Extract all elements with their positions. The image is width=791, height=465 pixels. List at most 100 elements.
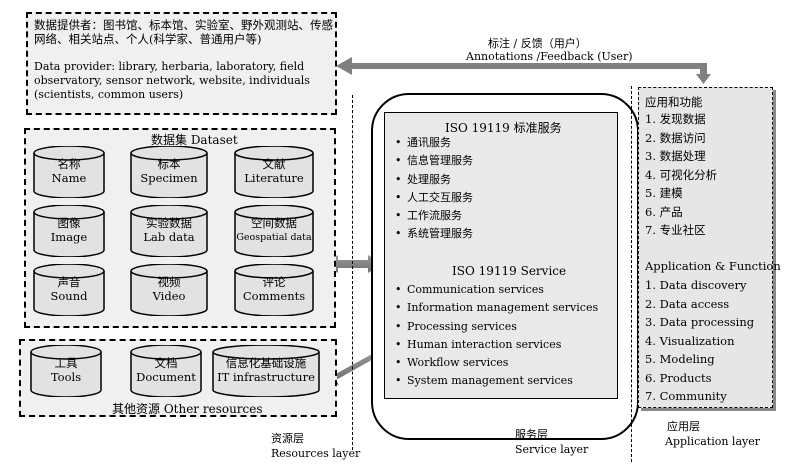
resource-label-en: Video (152, 289, 186, 303)
resource-label-en: Literature (244, 171, 304, 185)
resources-layer-label-en: Resources layer (271, 447, 361, 460)
application-item-en: 1. Data discovery (645, 278, 747, 292)
resource-label-zh: 信息化基础设施 (225, 356, 307, 370)
resource-label-zh: 图像 (57, 216, 81, 230)
service-item-en: Human interaction services (395, 336, 598, 355)
resource-label-zh: 评论 (262, 275, 286, 289)
application-panel (638, 87, 773, 408)
provider-english-text: Data provider: library, herbaria, labora… (34, 60, 310, 101)
resource-label-zh: 文档 (154, 356, 178, 370)
application-layer-label-zh: 应用层 (667, 420, 700, 433)
feedback-label-zh: 标注 / 反馈（用户） (488, 37, 587, 50)
resource-label-zh: 标本 (157, 157, 181, 171)
cylinder-shape (130, 146, 208, 198)
service-item-zh: 处理服务 (395, 171, 473, 190)
application-title-zh: 应用和功能 (645, 95, 703, 109)
application-item-en: 6. Products (645, 370, 712, 385)
application-list-en: 1. Data discovery 2. Data access 3. Data p… (645, 276, 754, 406)
application-title-en: Application & Function (645, 259, 781, 273)
dataset-service-arrow (324, 255, 382, 273)
resource-label-zh: 空间数据 (251, 216, 297, 230)
application-item-zh: 7. 专业社区 (645, 223, 706, 237)
service-item-en: Processing services (395, 318, 598, 337)
application-item-en: 4. Visualization (645, 333, 735, 348)
resource-label-en: Document (136, 370, 196, 384)
resource-label-zh: 视频 (157, 275, 181, 289)
resources-layer-label-zh: 资源层 (271, 432, 304, 445)
application-item-zh: 5. 建模 (645, 186, 683, 200)
cylinder-shape (212, 345, 320, 397)
service-item-zh: 工作流服务 (395, 207, 473, 226)
service-item-zh: 系统管理服务 (395, 225, 473, 244)
resource-label-en: Sound (50, 289, 88, 303)
service-item-zh: 通讯服务 (395, 134, 473, 153)
resources-divider (352, 95, 353, 450)
resource-label-zh: 工具 (54, 356, 78, 370)
service-list-en: Communication servicesInformation manage… (395, 281, 598, 391)
application-item-zh: 2. 数据访问 (645, 130, 706, 145)
cylinder-shape (130, 205, 208, 257)
resource-label-en: IT infrastructure (217, 370, 315, 384)
cylinder-shape (234, 205, 314, 257)
application-item-en: 3. Data processing (645, 315, 755, 329)
cylinder-shape (234, 146, 314, 198)
resource-label-en: Lab data (143, 230, 195, 244)
resource-label-zh: 文献 (262, 157, 286, 171)
resource-label-en: Image (50, 230, 88, 244)
provider-chinese-text: 数据提供者：图书馆、标本馆、实验室、野外观测站、传感网络、相关站点、个人(科学家… (34, 18, 333, 46)
cylinder-shape (130, 264, 208, 316)
application-item-zh: 3. 数据处理 (645, 149, 706, 163)
application-item-en: 7. Community (645, 389, 727, 403)
resource-label-en: Geospatial data (236, 232, 312, 243)
resource-label-en: Specimen (140, 171, 198, 185)
resource-label-en: Name (51, 171, 87, 185)
feedback-label-en: Annotations /Feedback (User) (466, 50, 633, 63)
application-item-en: 5. Modeling (645, 352, 715, 366)
other-resources-title: 其他资源 Other resources (112, 402, 263, 416)
feedback-arrow (336, 57, 711, 84)
service-title-zh: ISO 19119 标准服务 (445, 121, 562, 135)
application-item-zh: 4. 可视化分析 (645, 167, 718, 182)
service-item-en: Communication services (395, 281, 598, 300)
application-divider (631, 86, 632, 462)
resource-label-en: Tools (50, 370, 82, 384)
cylinder-shape (130, 345, 202, 397)
cylinder-shape (33, 146, 105, 198)
service-title-en: ISO 19119 Service (452, 264, 567, 278)
service-list-zh: 通讯服务信息管理服务处理服务人工交互服务工作流服务系统管理服务 (395, 134, 473, 244)
application-item-zh: 1. 发现数据 (645, 112, 706, 126)
resource-label-zh: 实验数据 (146, 216, 192, 230)
resource-label-zh: 名称 (57, 157, 81, 171)
service-item-zh: 信息管理服务 (395, 152, 473, 171)
application-item-en: 2. Data access (645, 296, 730, 311)
service-item-zh: 人工交互服务 (395, 189, 473, 208)
data-provider-box: 数据提供者：图书馆、标本馆、实验室、野外观测站、传感网络、相关站点、个人(科学家… (26, 12, 337, 115)
application-item-zh: 6. 产品 (645, 204, 683, 219)
dataset-title: 数据集 Dataset (151, 133, 238, 147)
resource-label-en: Comments (242, 289, 306, 303)
cylinder-shape (33, 205, 105, 257)
service-layer-label-en: Service layer (515, 443, 589, 456)
service-item-en: Information management services (395, 299, 598, 318)
cylinder-shape (33, 264, 105, 316)
resource-cylinder: 空间数据 Geospatial data (234, 205, 314, 257)
service-layer-label-zh: 服务层 (515, 428, 548, 441)
application-list-zh: 1. 发现数据 2. 数据访问 3. 数据处理 4. 可视化分析 5. 建模 6. 产品 7… (645, 110, 717, 240)
service-item-en: Workflow services (395, 354, 598, 373)
application-layer-label-en: Application layer (665, 435, 760, 448)
resource-label-zh: 声音 (57, 275, 81, 289)
cylinder-shape (30, 345, 102, 397)
service-item-en: System management services (395, 372, 598, 391)
cylinder-shape (234, 264, 314, 316)
